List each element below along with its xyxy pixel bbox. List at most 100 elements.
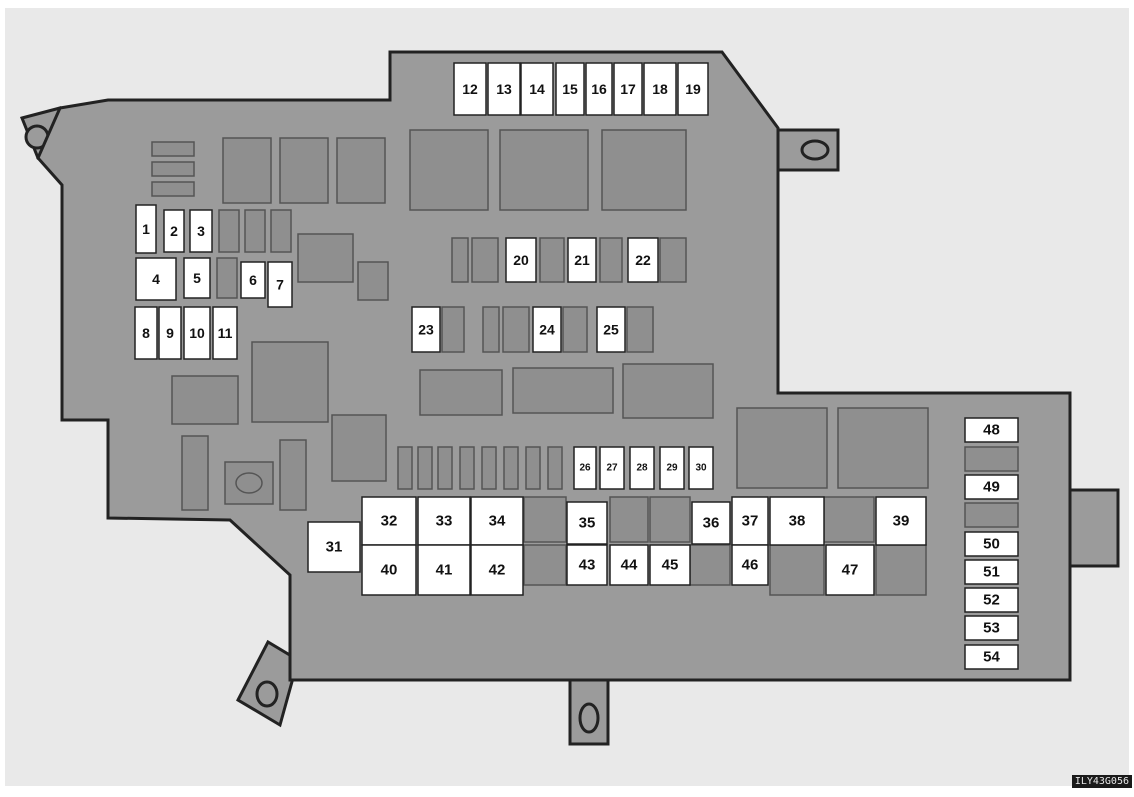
fuse-number: 26 — [579, 463, 591, 474]
fuse-number: 12 — [462, 81, 478, 97]
fuse-number: 53 — [983, 620, 1000, 637]
fuse-51: 51 — [964, 559, 1019, 585]
diagram-code: ILY43G056 — [1071, 775, 1132, 788]
fuse-26: 26 — [573, 446, 597, 490]
fuse-number: 19 — [685, 81, 701, 97]
fuse-31: 31 — [307, 521, 361, 573]
fuse-slot — [731, 496, 769, 546]
fuse-slot — [453, 62, 487, 116]
fuse-slot — [596, 306, 626, 353]
fuse-slot — [505, 237, 537, 283]
fuse-number: 31 — [326, 539, 343, 556]
fuse-slot — [659, 446, 685, 490]
fuse-24: 24 — [532, 306, 562, 353]
mounting-tab-right — [1068, 488, 1120, 568]
fuse-slot — [158, 306, 182, 360]
fuse-number: 33 — [436, 513, 453, 530]
fuse-43: 43 — [566, 544, 608, 586]
fuse-slot — [627, 237, 659, 283]
fuse-8: 8 — [134, 306, 158, 360]
fuse-slot — [599, 446, 625, 490]
fuse-slot — [163, 209, 185, 253]
fuse-3: 3 — [189, 209, 213, 253]
fuse-slot — [964, 615, 1019, 641]
fuse-slot — [135, 204, 157, 254]
fuse-number: 50 — [983, 536, 1000, 553]
fuse-number: 24 — [539, 322, 555, 338]
fuse-number: 9 — [166, 325, 174, 341]
fuse-number: 2 — [170, 223, 178, 239]
fuse-7: 7 — [267, 261, 293, 308]
fuse-17: 17 — [613, 62, 643, 116]
fuse-number: 25 — [603, 322, 619, 338]
fuse-38: 38 — [769, 496, 825, 546]
fuse-number: 34 — [489, 513, 506, 530]
fuse-slot — [688, 446, 714, 490]
fuse-number: 30 — [695, 463, 707, 474]
fuse-33: 33 — [417, 496, 471, 546]
fuse-number: 39 — [893, 513, 910, 530]
fuse-slot — [585, 62, 613, 116]
fuse-number: 40 — [381, 562, 398, 579]
fuse-23: 23 — [411, 306, 441, 353]
fuse-6: 6 — [240, 261, 266, 299]
fuse-slot — [183, 257, 211, 299]
fuse-slot — [629, 446, 655, 490]
fuse-number: 20 — [513, 252, 529, 268]
fuse-slot — [567, 237, 597, 283]
fuse-number: 37 — [742, 513, 759, 530]
fuse-slot — [566, 544, 608, 586]
fuse-slot — [566, 501, 608, 545]
fuse-slot — [361, 544, 417, 596]
fuse-47: 47 — [825, 544, 875, 596]
fuse-slot — [964, 587, 1019, 613]
fuse-25: 25 — [596, 306, 626, 353]
fuse-14: 14 — [520, 62, 554, 116]
fuse-number: 32 — [381, 513, 398, 530]
fuse-slot — [731, 544, 769, 586]
fuse-number: 15 — [562, 81, 578, 97]
fuse-35: 35 — [566, 501, 608, 545]
fuse-20: 20 — [505, 237, 537, 283]
fuse-number: 4 — [152, 271, 160, 287]
fuse-slot — [555, 62, 585, 116]
fuse-12: 12 — [453, 62, 487, 116]
fuse-number: 36 — [703, 515, 720, 532]
fuse-11: 11 — [212, 306, 238, 360]
fuse-slot — [134, 306, 158, 360]
fuse-number: 21 — [574, 252, 590, 268]
fuse-10: 10 — [183, 306, 211, 360]
fuse-slot — [189, 209, 213, 253]
fuse-number: 3 — [197, 223, 205, 239]
fuse-44: 44 — [609, 544, 649, 586]
fuse-slot — [649, 544, 691, 586]
fuse-number: 11 — [218, 325, 233, 341]
fuse-slot — [964, 417, 1019, 443]
fuse-45: 45 — [649, 544, 691, 586]
fuse-slot — [964, 559, 1019, 585]
fuse-slot — [964, 531, 1019, 557]
fuse-42: 42 — [470, 544, 524, 596]
fuse-53: 53 — [964, 615, 1019, 641]
fuse-50: 50 — [964, 531, 1019, 557]
fuse-number: 18 — [652, 81, 668, 97]
fuse-slot — [875, 496, 927, 546]
fuse-slot — [825, 544, 875, 596]
fuse-27: 27 — [599, 446, 625, 490]
fuse-34: 34 — [470, 496, 524, 546]
fuse-29: 29 — [659, 446, 685, 490]
fuse-number: 1 — [142, 221, 150, 237]
fuse-number: 49 — [983, 479, 1000, 496]
fuse-9: 9 — [158, 306, 182, 360]
fuse-21: 21 — [567, 237, 597, 283]
fuse-slot — [411, 306, 441, 353]
fuse-number: 52 — [983, 592, 1000, 609]
fuse-slot — [307, 521, 361, 573]
fuse-slot — [613, 62, 643, 116]
fuse-number: 28 — [636, 463, 648, 474]
fuse-number: 51 — [983, 564, 1000, 581]
fuse-number: 46 — [742, 557, 759, 574]
